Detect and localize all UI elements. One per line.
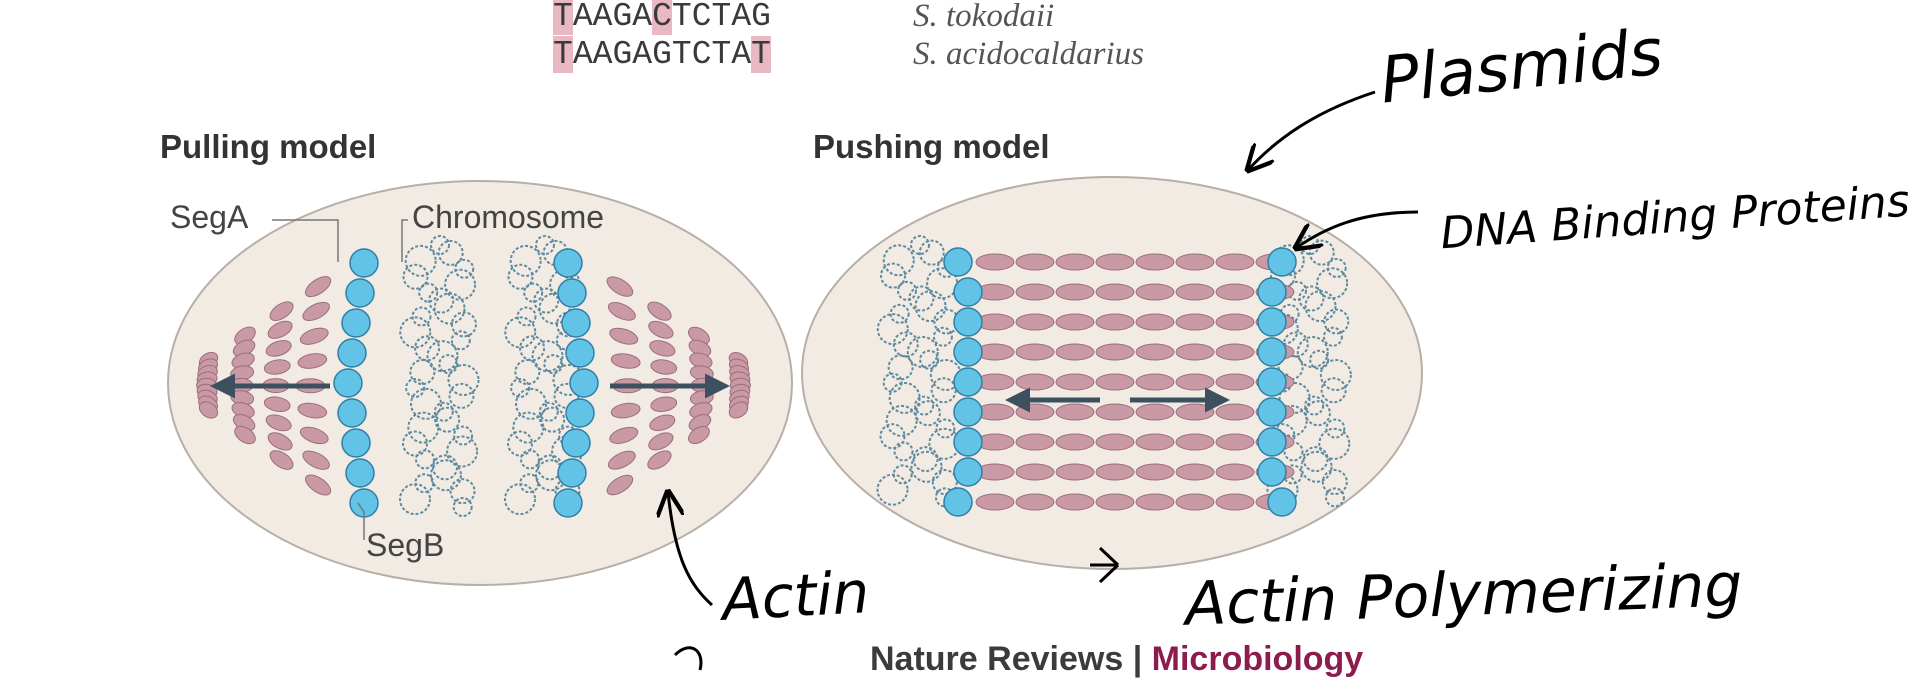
sequence-letter: A bbox=[731, 0, 752, 35]
sequence-letter: A bbox=[592, 0, 613, 35]
handwritten-actin-left: Actin bbox=[720, 558, 871, 634]
sequence-letter: A bbox=[731, 36, 752, 73]
segb-bead bbox=[561, 308, 591, 338]
sequence-letter: T bbox=[711, 36, 732, 73]
segb-bead bbox=[953, 307, 983, 337]
segb-bead bbox=[1267, 247, 1297, 277]
species-label-1: S. tokodaii bbox=[913, 0, 1055, 34]
segb-leader bbox=[357, 502, 365, 540]
sequence-letter: C bbox=[652, 0, 672, 35]
pulling-model-title: Pulling model bbox=[160, 128, 377, 165]
segb-bead bbox=[953, 277, 983, 307]
sequence-letter: C bbox=[691, 0, 712, 35]
segb-bead bbox=[943, 247, 973, 277]
segb-bead bbox=[565, 338, 595, 368]
segb-bead bbox=[341, 308, 371, 338]
segb-bead bbox=[953, 367, 983, 397]
chromosome-left-pushing bbox=[876, 235, 962, 508]
sequence-letter: T bbox=[751, 36, 771, 73]
sequence-letter: T bbox=[553, 0, 573, 35]
dna-binding-beads-right bbox=[1257, 247, 1297, 517]
segb-beads-left bbox=[333, 248, 379, 518]
credit-separator: | bbox=[1132, 640, 1143, 678]
segb-bead bbox=[953, 337, 983, 367]
sequence-letter: T bbox=[671, 36, 692, 73]
sequence-row-1: TAAGACTCTAG bbox=[553, 0, 771, 35]
sega-leader bbox=[272, 219, 339, 262]
segb-bead bbox=[1257, 367, 1287, 397]
sequence-row-2: TAAGAGTCTAT bbox=[553, 36, 771, 73]
sequence-letter: T bbox=[553, 36, 573, 73]
segb-bead bbox=[345, 278, 375, 308]
handwritten-arrow-actin bbox=[668, 492, 714, 607]
segb-bead bbox=[561, 428, 591, 458]
credit-journal: Nature Reviews bbox=[870, 640, 1124, 678]
segb-bead bbox=[337, 398, 367, 428]
segb-bead bbox=[943, 487, 973, 517]
pushing-model-title: Pushing model bbox=[813, 128, 1050, 165]
species-label-2: S. acidocaldarius bbox=[913, 36, 1144, 72]
segb-bead bbox=[553, 248, 583, 278]
segb-bead bbox=[349, 248, 379, 278]
segb-bead bbox=[953, 397, 983, 427]
segb-bead bbox=[565, 398, 595, 428]
segb-bead bbox=[1257, 307, 1287, 337]
segb-bead bbox=[953, 457, 983, 487]
segb-bead bbox=[345, 458, 375, 488]
segb-bead bbox=[1257, 337, 1287, 367]
sequence-letter: G bbox=[751, 0, 771, 35]
sequence-letter: A bbox=[632, 36, 653, 73]
segb-label: SegB bbox=[366, 527, 445, 563]
handwritten-arrow-dna-binding bbox=[1296, 210, 1419, 248]
segb-bead bbox=[1257, 397, 1287, 427]
handwritten-fragment bbox=[673, 646, 703, 671]
segb-bead bbox=[341, 428, 371, 458]
chromosome-leader bbox=[401, 219, 408, 262]
sequence-letter: G bbox=[612, 0, 633, 35]
segb-bead bbox=[333, 368, 363, 398]
segb-bead bbox=[569, 368, 599, 398]
segb-bead bbox=[553, 488, 583, 518]
segb-bead bbox=[557, 458, 587, 488]
sequence-letter: A bbox=[632, 0, 653, 35]
sequence-letter: G bbox=[612, 36, 633, 73]
handwritten-arrow-plasmids bbox=[1248, 90, 1376, 170]
chromosome-label: Chromosome bbox=[412, 199, 605, 235]
segb-beads-right bbox=[553, 248, 599, 518]
chromosome-left-pulling bbox=[399, 235, 480, 518]
segb-bead bbox=[953, 427, 983, 457]
figure-credit: Nature Reviews | Microbiology bbox=[870, 640, 1363, 679]
sequence-letter: G bbox=[652, 36, 672, 73]
sequence-letter: A bbox=[572, 0, 593, 35]
sega-label: SegA bbox=[170, 199, 249, 235]
handwritten-arrow-polymerizing bbox=[1090, 546, 1120, 584]
segb-bead bbox=[1257, 457, 1287, 487]
segb-bead bbox=[1267, 487, 1297, 517]
sequence-letter: A bbox=[592, 36, 613, 73]
sequence-letter: C bbox=[691, 36, 712, 73]
segb-bead bbox=[1257, 277, 1287, 307]
dna-binding-beads-left bbox=[943, 247, 983, 517]
segb-bead bbox=[1257, 427, 1287, 457]
segb-bead bbox=[337, 338, 367, 368]
sequence-letter: A bbox=[572, 36, 593, 73]
sequence-letter: T bbox=[711, 0, 732, 35]
segb-bead bbox=[557, 278, 587, 308]
credit-subject: Microbiology bbox=[1151, 640, 1364, 678]
sequence-letter: T bbox=[671, 0, 692, 35]
